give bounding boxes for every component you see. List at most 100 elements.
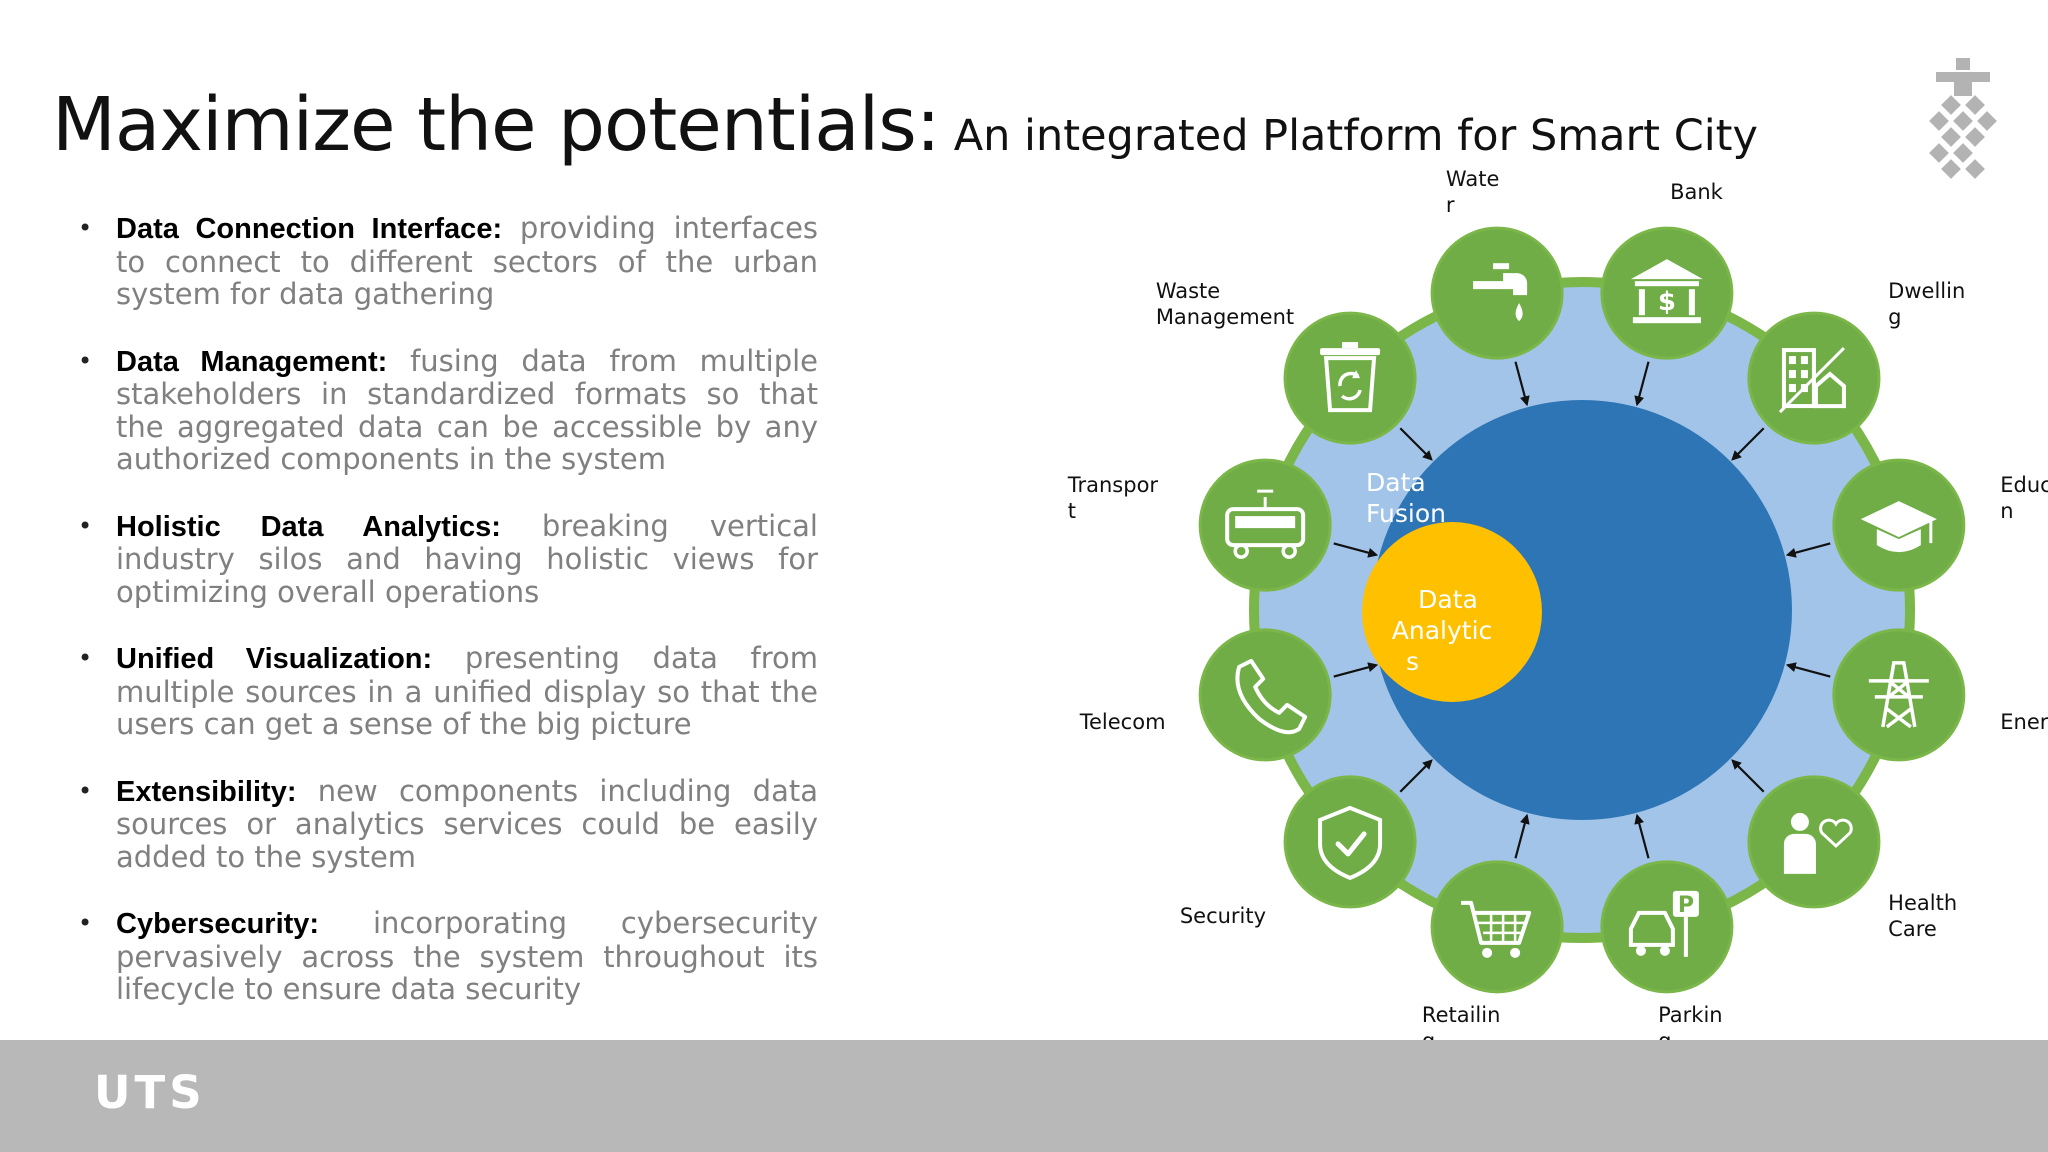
sector-node <box>1832 458 1966 592</box>
title-main: Maximize the potentials: <box>52 82 941 168</box>
sector-label: Energy <box>2000 710 2048 734</box>
dwelling-icon <box>1778 347 1846 414</box>
data-flow-arrow <box>1514 813 1530 859</box>
sector-node <box>1747 775 1881 909</box>
data-fusion-disc <box>1372 400 1792 820</box>
data-flow-arrow <box>1785 662 1831 678</box>
sector-label: Bank <box>1670 180 1724 204</box>
sector-label-line: Waste <box>1156 279 1220 303</box>
bullet-text: new components including data sources or… <box>116 773 818 874</box>
bullet-text: presenting data from multiple sources in… <box>116 641 819 741</box>
fusion-label-line: Fusion <box>1366 499 1446 528</box>
bullet-term: Unified Visualization: <box>116 643 433 675</box>
sector-node <box>1198 458 1332 592</box>
data-fusion-label: Data Fusion <box>1366 468 1446 528</box>
data-analytics-label: Data Analytic s <box>1392 585 1500 676</box>
analytics-label-line: Analytic <box>1392 616 1493 645</box>
sector-label: Education <box>2000 473 2048 523</box>
bullet-text: fusing data from multiple stakeholders i… <box>116 343 819 476</box>
data-flow-arrow <box>1634 813 1650 859</box>
bank-icon: $ <box>1630 259 1703 324</box>
sector-label-line: Transpor <box>1067 473 1159 497</box>
svg-text:$: $ <box>1658 287 1676 317</box>
sector-label-line: Management <box>1156 305 1294 329</box>
power-tower-icon <box>1868 661 1929 729</box>
graduation-cap-icon <box>1860 501 1937 553</box>
bullet-term: Cybersecurity: <box>116 908 320 940</box>
fusion-label-line: Data <box>1366 468 1426 497</box>
sector-label-line: Wate <box>1446 167 1499 191</box>
bullet-term: Data Connection Interface: <box>116 213 503 245</box>
sector-label-line: Telecom <box>1079 710 1166 734</box>
data-flow-arrows <box>1333 361 1831 859</box>
sector-node <box>1283 775 1417 909</box>
bullet-text: providing interfaces to connect to diffe… <box>116 211 819 311</box>
sector-label-line: Dwellin <box>1888 279 1965 303</box>
sector-label-line: Educatio <box>2000 473 2048 497</box>
list-item: Data Management: fusing data from multip… <box>78 343 819 476</box>
data-flow-arrow <box>1333 542 1379 558</box>
data-flow-arrow <box>1785 542 1831 558</box>
list-item: Unified Visualization: presenting data f… <box>78 642 818 741</box>
sector-label-line: g <box>1888 305 1901 329</box>
data-flow-arrow <box>1634 361 1650 407</box>
sector-label-line: Parkin <box>1658 1003 1723 1027</box>
analytics-label-line: Data <box>1418 585 1478 614</box>
tram-icon <box>1225 489 1306 559</box>
bullet-term: Extensibility: <box>116 775 297 808</box>
shield-icon <box>1318 805 1383 881</box>
sector-node <box>1747 311 1881 445</box>
sector-label-line: Bank <box>1670 180 1724 204</box>
water-tap-icon <box>1473 263 1528 322</box>
sector-label-line: Health <box>1888 891 1957 915</box>
sector-node <box>1832 628 1966 762</box>
sector-node: $ <box>1600 226 1734 360</box>
sector-node <box>1283 311 1417 445</box>
sector-label-line: r <box>1446 193 1455 217</box>
data-flow-arrow <box>1333 662 1379 678</box>
sector-label-line: Care <box>1888 917 1937 941</box>
data-flow-arrow <box>1731 759 1765 793</box>
health-care-icon <box>1783 812 1853 874</box>
sector-label-line: Energy <box>2000 710 2048 734</box>
data-flow-arrow <box>1399 427 1433 461</box>
shopping-cart-icon <box>1461 900 1532 958</box>
svg-text:P: P <box>1678 893 1694 918</box>
bullet-term: Holistic Data Analytics: <box>116 510 501 543</box>
sector-label-line: Retailin <box>1422 1003 1500 1027</box>
bullet-text: breaking vertical industry silos and hav… <box>116 508 818 609</box>
sector-label: Telecom <box>1079 710 1166 734</box>
page-title: Maximize the potentials:An integrated Pl… <box>52 82 1758 168</box>
feature-list: Data Connection Interface: providing int… <box>78 212 818 1040</box>
sector-label: Security <box>1180 904 1266 928</box>
footer-brand: UTS <box>94 1066 206 1119</box>
footer-bar <box>0 1040 2048 1152</box>
recycle-bin-icon <box>1320 342 1381 413</box>
list-item: Holistic Data Analytics: breaking vertic… <box>78 508 818 609</box>
bullet-term: Data Management: <box>116 345 388 378</box>
data-flow-arrow <box>1514 361 1530 407</box>
sector-node <box>1430 860 1564 994</box>
phone-icon <box>1235 658 1308 735</box>
sector-node <box>1430 226 1564 360</box>
sector-label-line: Security <box>1180 904 1266 928</box>
university-logo-icon <box>1929 58 1997 179</box>
bullet-text: incorporating cybersecurity pervasively … <box>116 906 818 1006</box>
data-flow-arrow <box>1731 427 1765 461</box>
list-item: Extensibility: new components including … <box>78 773 818 874</box>
data-analytics-disc <box>1362 522 1542 702</box>
sector-node <box>1198 628 1332 762</box>
sector-node: P <box>1600 860 1734 994</box>
title-subtitle: An integrated Platform for Smart City <box>953 111 1758 161</box>
list-item: Data Connection Interface: providing int… <box>78 212 818 311</box>
sector-nodes: $P <box>1198 226 1966 994</box>
data-flow-arrow <box>1399 759 1433 793</box>
parking-icon: P <box>1628 890 1699 957</box>
